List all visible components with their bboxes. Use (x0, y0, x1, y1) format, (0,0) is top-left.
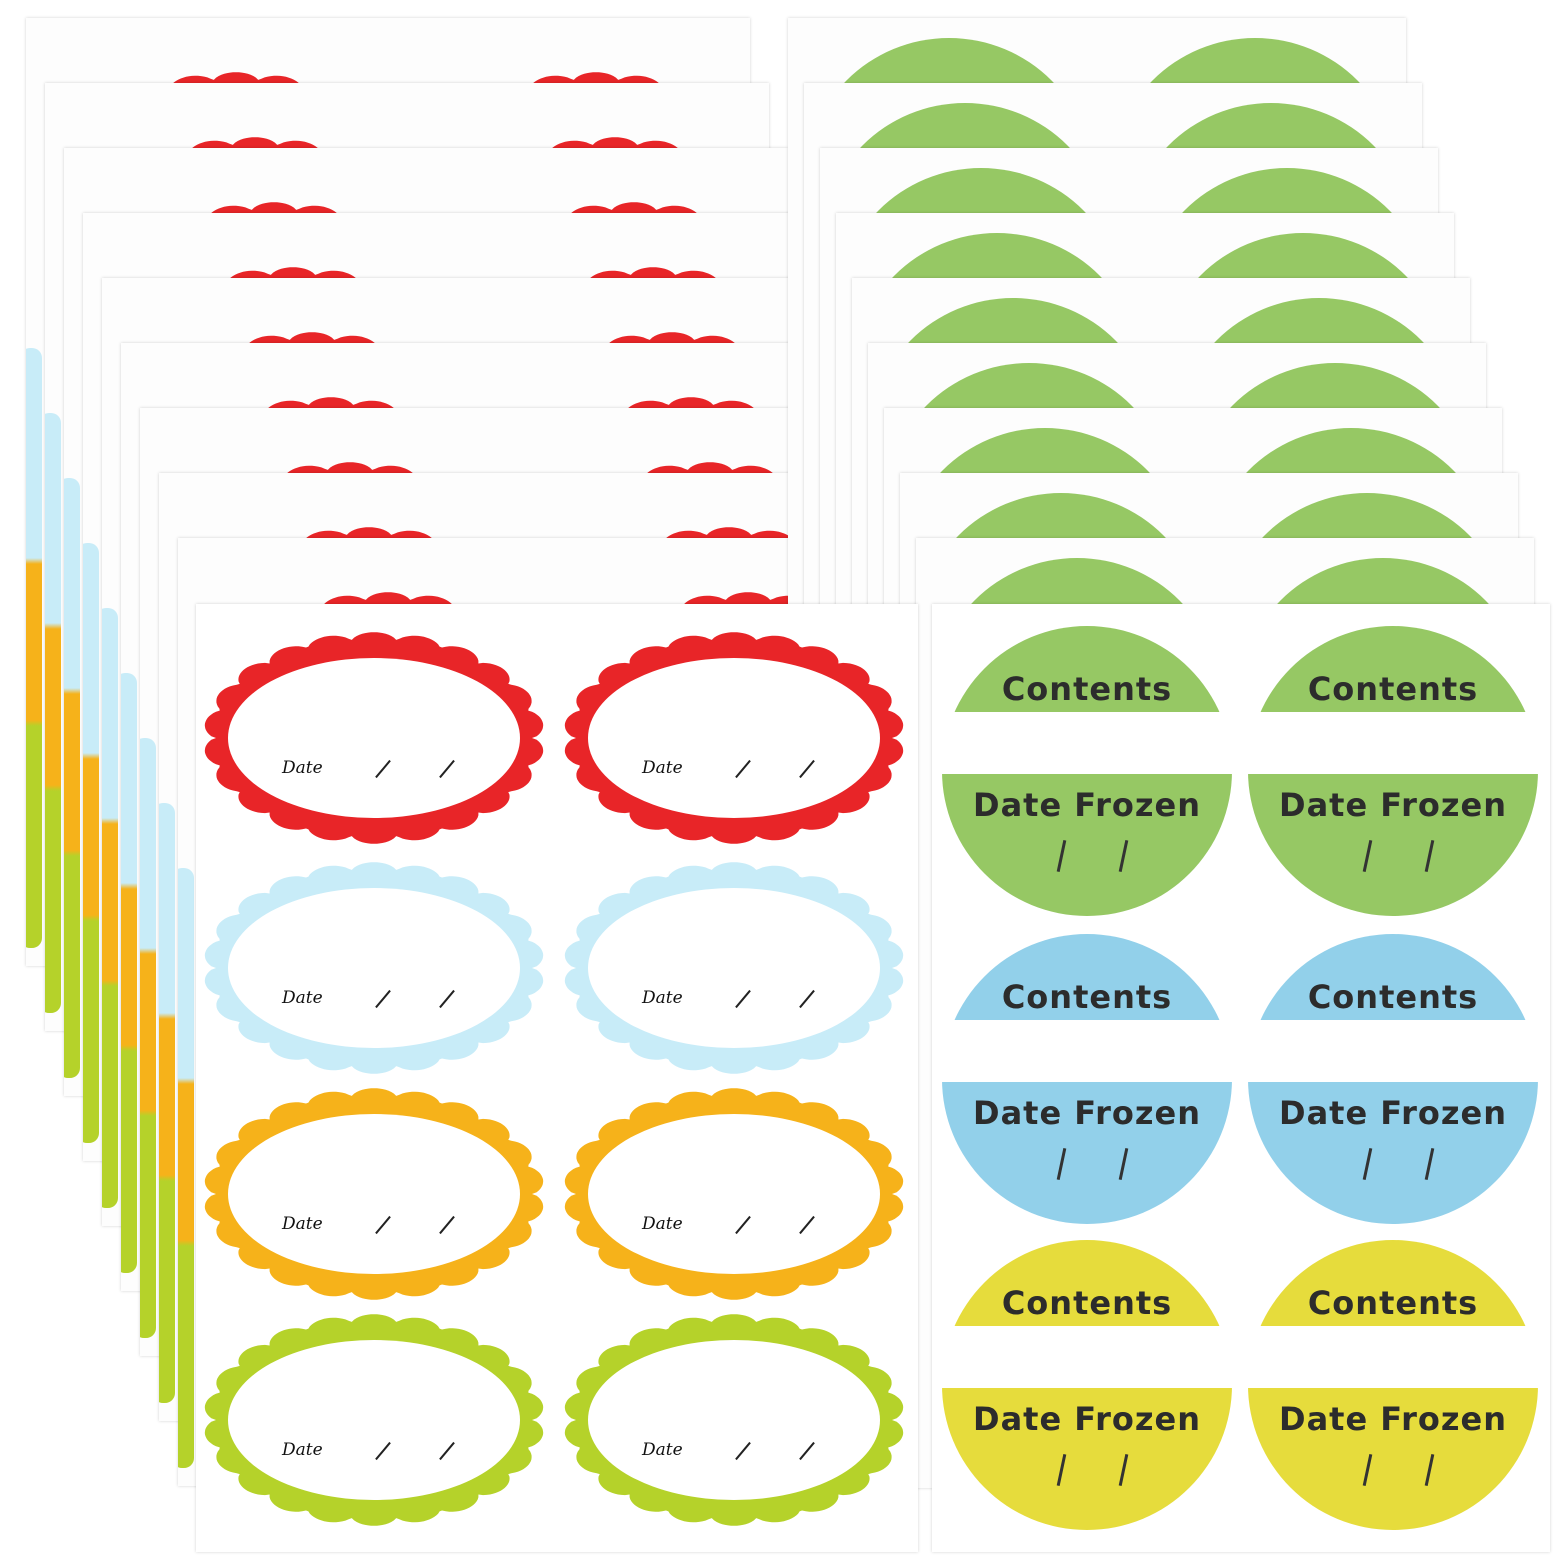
oval-date-label: Date (282, 988, 323, 1008)
contents-label: Contents (1307, 1284, 1479, 1322)
oval-sheet-edge-hint (178, 868, 194, 1468)
round-label-bottom-band (1248, 1082, 1538, 1224)
date-frozen-label: Date Frozen (973, 1400, 1201, 1438)
oval-sheet-edge-hint (26, 348, 42, 948)
round-label-top-band (1248, 626, 1538, 712)
round-label-top-band (1248, 934, 1538, 1020)
oval-sheet-edge-hint (159, 803, 175, 1403)
round-label-write-band (942, 712, 1232, 774)
round-label-write-band (1248, 1326, 1538, 1388)
oval-sheet-edge-hint (121, 673, 137, 1273)
oval-date-label: Date (642, 1440, 683, 1460)
round-label-bottom-band (942, 1388, 1232, 1530)
round-label-bottom-band (1248, 1388, 1538, 1530)
oval-label-frame-2 (204, 862, 544, 1074)
date-frozen-label: Date Frozen (973, 1094, 1201, 1132)
oval-date-label: Date (282, 758, 323, 778)
date-frozen-label: Date Frozen (1279, 1094, 1507, 1132)
oval-sheet-edge-hint (140, 738, 156, 1338)
oval-date-label: Date (642, 758, 683, 778)
round-label-write-band (942, 1326, 1232, 1388)
round-label-top-band (1248, 1240, 1538, 1326)
oval-sheet-edge-hint (83, 543, 99, 1143)
contents-label: Contents (1307, 978, 1479, 1016)
contents-label: Contents (1001, 1284, 1173, 1322)
oval-label-frame-0 (204, 632, 544, 844)
oval-label-frame-1 (564, 632, 904, 844)
round-label-write-band (1248, 712, 1538, 774)
oval-label-frame-7 (564, 1314, 904, 1526)
round-label-top-band (942, 1240, 1232, 1326)
contents-label: Contents (1307, 670, 1479, 708)
oval-date-label: Date (642, 1214, 683, 1234)
oval-sheet-edge-hint (45, 413, 61, 1013)
round-label-bottom-band (942, 1082, 1232, 1224)
round-label-top-band (942, 626, 1232, 712)
oval-label-frame-6 (204, 1314, 544, 1526)
round-label-top-band (942, 934, 1232, 1020)
oval-label-frame-4 (204, 1088, 544, 1300)
round-label-write-band (942, 1020, 1232, 1082)
oval-date-label: Date (642, 988, 683, 1008)
oval-sheet-edge-hint (102, 608, 118, 1208)
date-frozen-label: Date Frozen (1279, 786, 1507, 824)
oval-label-frame-3 (564, 862, 904, 1074)
oval-sheet-edge-hint (64, 478, 80, 1078)
round-label-bottom-band (942, 774, 1232, 916)
oval-date-label: Date (282, 1214, 323, 1234)
oval-label-frame-5 (564, 1088, 904, 1300)
round-label-bottom-band (1248, 774, 1538, 916)
oval-date-label: Date (282, 1440, 323, 1460)
date-frozen-label: Date Frozen (973, 786, 1201, 824)
round-label-write-band (1248, 1020, 1538, 1082)
contents-label: Contents (1001, 978, 1173, 1016)
contents-label: Contents (1001, 670, 1173, 708)
date-frozen-label: Date Frozen (1279, 1400, 1507, 1438)
